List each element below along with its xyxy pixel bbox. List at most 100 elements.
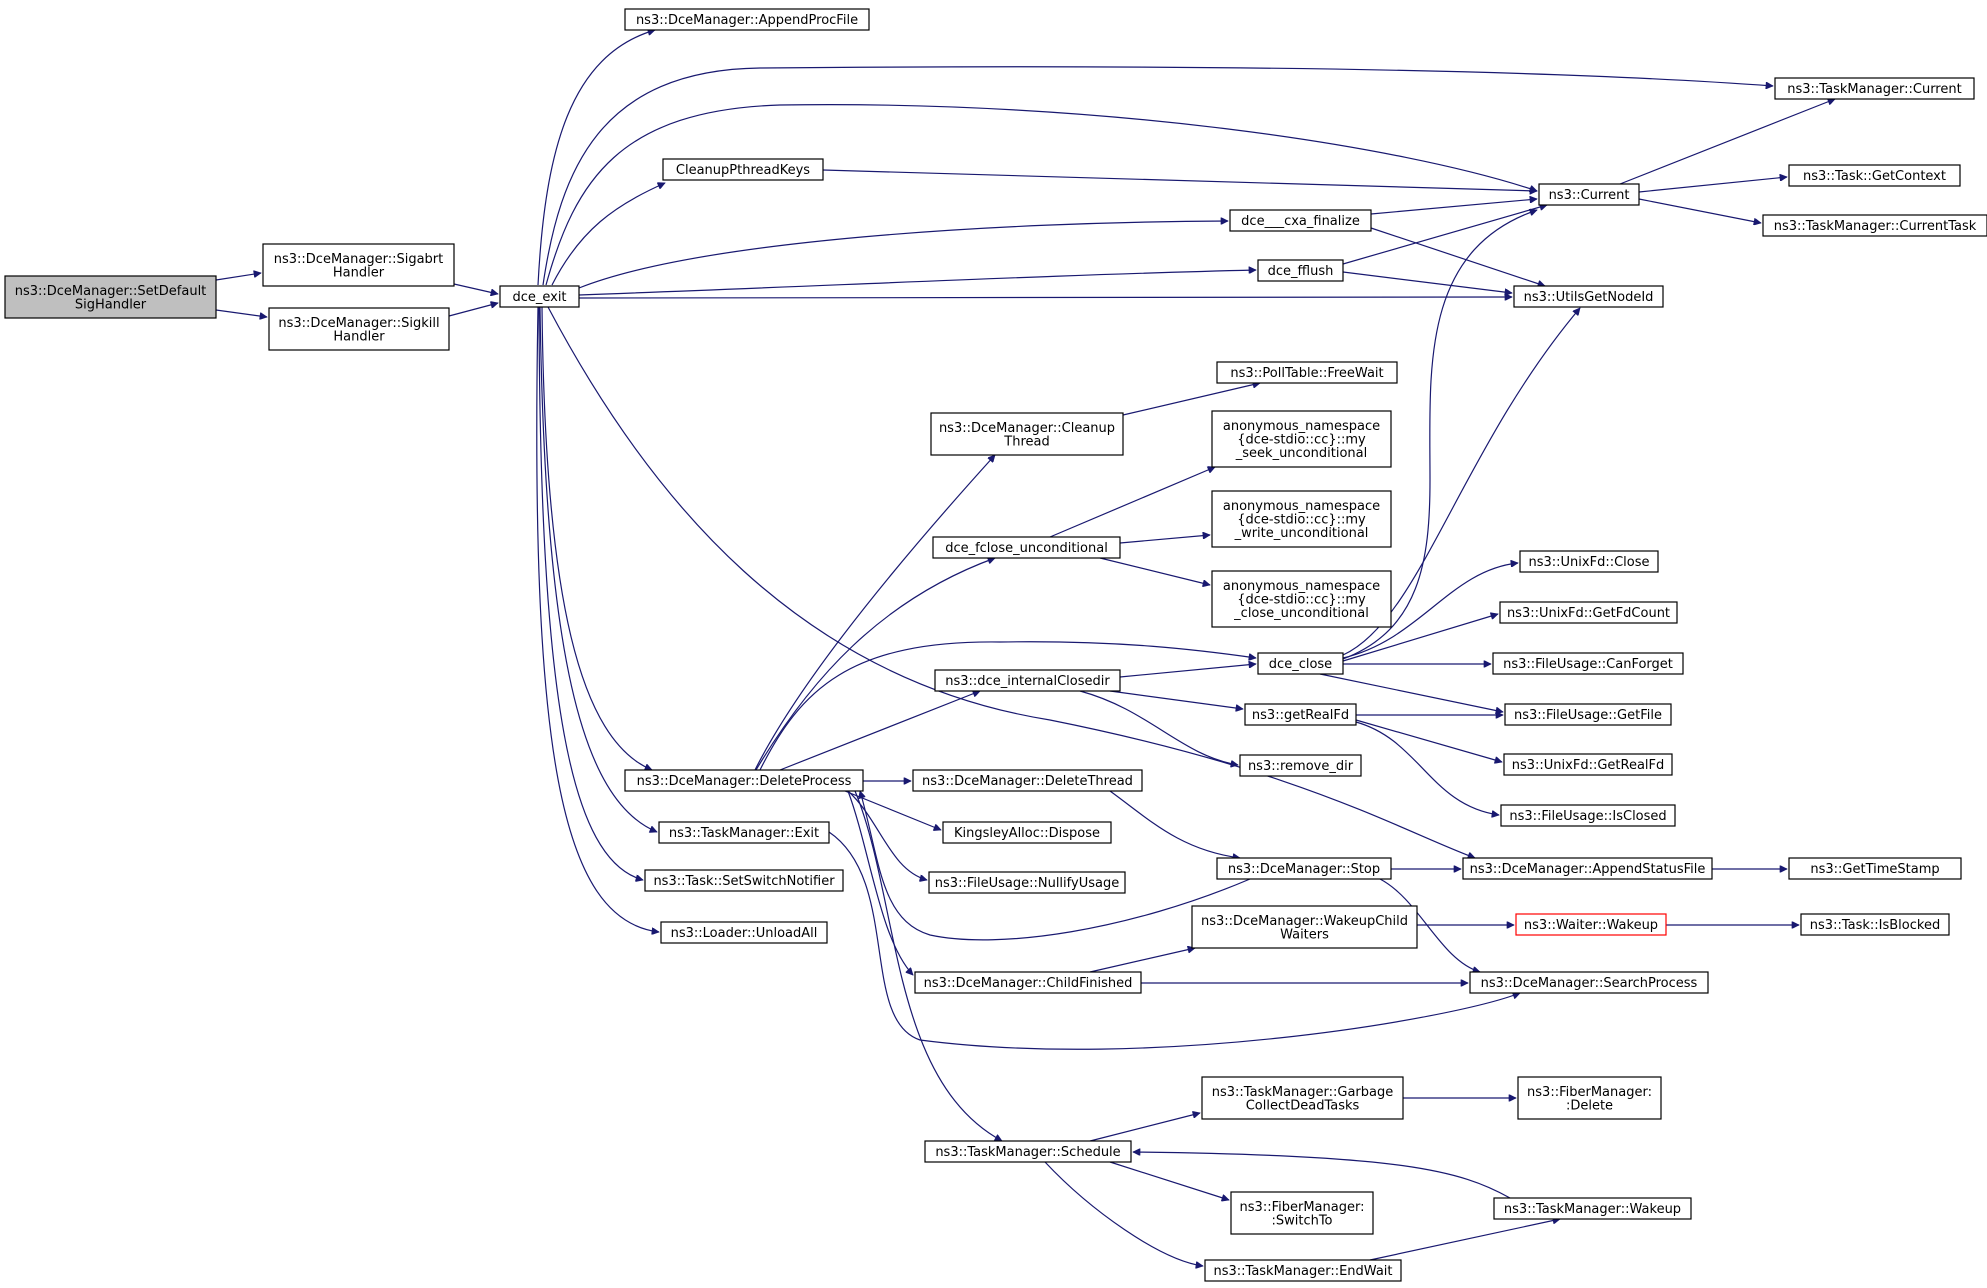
node-label: ns3::remove_dir [1248, 759, 1354, 774]
edge-delete-process-to-internal-closedir [779, 691, 980, 771]
node-dm-stop[interactable]: ns3::DceManager::Stop [1216, 857, 1392, 880]
node-dce-fclose[interactable]: dce_fclose_unconditional [932, 536, 1121, 559]
node-label: ns3::DceManager::Sigkill [278, 316, 439, 331]
node-my-close[interactable]: anonymous_namespace{dce-stdio::cc}::my_c… [1211, 570, 1392, 628]
node-remove-dir[interactable]: ns3::remove_dir [1239, 754, 1362, 777]
node-cleanup-pthread-keys[interactable]: CleanupPthreadKeys [662, 158, 824, 181]
edge-tm-schedule-to-tm-end-wait [1044, 1161, 1203, 1266]
node-tm-current-task[interactable]: ns3::TaskManager::CurrentTask [1762, 214, 1987, 237]
node-label: dce___cxa_finalize [1241, 214, 1360, 229]
edge-dce-fflush-to-ns3-current [1342, 205, 1547, 265]
node-label: ns3::Task::IsBlocked [1810, 918, 1940, 933]
node-append-proc-file[interactable]: ns3::DceManager::AppendProcFile [624, 8, 870, 31]
node-box [912, 769, 1143, 792]
node-box [1492, 652, 1684, 675]
node-label: ns3::DceManager::Cleanup [939, 421, 1115, 436]
node-label: :SwitchTo [1271, 1213, 1332, 1228]
node-box [1538, 183, 1640, 206]
node-label: ns3::DceManager::ChildFinished [924, 976, 1133, 991]
node-label: ns3::TaskManager::CurrentTask [1774, 219, 1977, 234]
node-delete-thread[interactable]: ns3::DceManager::DeleteThread [912, 769, 1143, 792]
edge-root-to-sigkill [215, 309, 267, 317]
node-get-time-stamp[interactable]: ns3::GetTimeStamp [1788, 857, 1962, 880]
node-box [1493, 1197, 1692, 1220]
edge-dce-fflush-to-utils-get-node-id [1342, 271, 1512, 293]
node-my-seek[interactable]: anonymous_namespace{dce-stdio::cc}::my_s… [1211, 410, 1392, 468]
node-label: {dce-stdio::cc}::my [1237, 593, 1366, 608]
node-get-real-fd[interactable]: ns3::getRealFd [1244, 703, 1357, 726]
node-fm-switch-to[interactable]: ns3::FiberManager::SwitchTo [1230, 1191, 1374, 1235]
node-waiter-wakeup[interactable]: ns3::Waiter::Wakeup [1515, 913, 1667, 936]
node-append-status-file[interactable]: ns3::DceManager::AppendStatusFile [1462, 857, 1713, 880]
edge-delete-process-to-dce-fclose [755, 558, 995, 771]
node-box [658, 821, 830, 844]
node-box [1211, 410, 1392, 468]
node-tm-current[interactable]: ns3::TaskManager::Current [1774, 77, 1975, 100]
edge-dce-exit-to-set-switch-notifier [538, 306, 643, 880]
node-label: anonymous_namespace [1223, 499, 1380, 514]
node-label: ns3::TaskManager::Garbage [1212, 1085, 1393, 1100]
node-label: KingsleyAlloc::Dispose [954, 826, 1100, 841]
edge-delete-process-to-child-finished [847, 790, 913, 975]
node-dce-close[interactable]: dce_close [1257, 652, 1344, 675]
node-ns3-current[interactable]: ns3::Current [1538, 183, 1640, 206]
edge-sigkill-to-dce-exit [448, 303, 498, 317]
node-label: ns3::DceManager::AppendProcFile [636, 13, 858, 28]
node-label: ns3::DceManager::SetDefault [15, 284, 207, 299]
node-unload-all[interactable]: ns3::Loader::UnloadAll [660, 921, 828, 944]
node-label: ns3::DceManager::WakeupChild [1201, 914, 1408, 929]
edge-internal-closedir-to-get-real-fd [1109, 690, 1243, 709]
node-box [930, 412, 1124, 456]
node-fu-get-file[interactable]: ns3::FileUsage::GetFile [1504, 703, 1672, 726]
node-my-write[interactable]: anonymous_namespace{dce-stdio::cc}::my_w… [1211, 490, 1392, 548]
node-cxa-finalize[interactable]: dce___cxa_finalize [1229, 209, 1372, 232]
edge-root-to-sigabrt [215, 273, 261, 281]
node-internal-closedir[interactable]: ns3::dce_internalClosedir [934, 669, 1121, 692]
node-unixfd-get-real-fd[interactable]: ns3::UnixFd::GetRealFd [1503, 753, 1673, 776]
node-gc-dead-tasks[interactable]: ns3::TaskManager::GarbageCollectDeadTask… [1201, 1076, 1404, 1120]
node-kingsley-dispose[interactable]: KingsleyAlloc::Dispose [942, 821, 1112, 844]
edge-cleanup-pthread-keys-to-ns3-current [822, 169, 1537, 191]
node-box [268, 307, 450, 351]
node-delete-process[interactable]: ns3::DceManager::DeleteProcess [624, 769, 864, 792]
edge-cxa-finalize-to-ns3-current [1370, 199, 1537, 215]
node-utils-get-node-id[interactable]: ns3::UtilsGetNodeId [1513, 285, 1664, 308]
node-label: ns3::TaskManager::Exit [669, 826, 819, 841]
node-dce-fflush[interactable]: dce_fflush [1257, 259, 1344, 282]
node-tm-wakeup[interactable]: ns3::TaskManager::Wakeup [1493, 1197, 1692, 1220]
node-set-switch-notifier[interactable]: ns3::Task::SetSwitchNotifier [644, 869, 844, 892]
node-tm-schedule[interactable]: ns3::TaskManager::Schedule [924, 1140, 1132, 1163]
node-box [1204, 1259, 1402, 1282]
node-fu-nullify[interactable]: ns3::FileUsage::NullifyUsage [928, 871, 1126, 894]
edge-dce-fclose-to-my-seek [1049, 467, 1215, 538]
node-unixfd-close[interactable]: ns3::UnixFd::Close [1519, 550, 1659, 573]
node-fm-delete[interactable]: ns3::FiberManager::Delete [1517, 1076, 1662, 1120]
node-label: ns3::FileUsage::GetFile [1514, 708, 1662, 723]
node-box [1499, 601, 1678, 624]
node-box [1191, 905, 1418, 949]
node-label: anonymous_namespace [1223, 579, 1380, 594]
node-child-finished[interactable]: ns3::DceManager::ChildFinished [914, 971, 1142, 994]
node-fu-can-forget[interactable]: ns3::FileUsage::CanForget [1492, 652, 1684, 675]
node-tm-end-wait[interactable]: ns3::TaskManager::EndWait [1204, 1259, 1402, 1282]
node-tm-exit[interactable]: ns3::TaskManager::Exit [658, 821, 830, 844]
node-label: dce_fclose_unconditional [945, 541, 1108, 556]
node-label: ns3::DceManager::Stop [1228, 862, 1380, 877]
node-task-is-blocked[interactable]: ns3::Task::IsBlocked [1800, 913, 1950, 936]
node-box [1774, 77, 1975, 100]
node-fu-is-closed[interactable]: ns3::FileUsage::IsClosed [1500, 804, 1676, 827]
node-box [1230, 1191, 1374, 1235]
node-search-process[interactable]: ns3::DceManager::SearchProcess [1469, 971, 1709, 994]
node-label: ns3::Task::GetContext [1803, 169, 1946, 184]
node-poll-free-wait[interactable]: ns3::PollTable::FreeWait [1216, 361, 1398, 384]
node-task-get-context[interactable]: ns3::Task::GetContext [1788, 164, 1961, 187]
node-label: dce_exit [512, 290, 566, 305]
node-dce-exit[interactable]: dce_exit [499, 285, 580, 308]
node-unixfd-getfdcount[interactable]: ns3::UnixFd::GetFdCount [1499, 601, 1678, 624]
node-label: ns3::DceManager::SearchProcess [1481, 976, 1698, 991]
